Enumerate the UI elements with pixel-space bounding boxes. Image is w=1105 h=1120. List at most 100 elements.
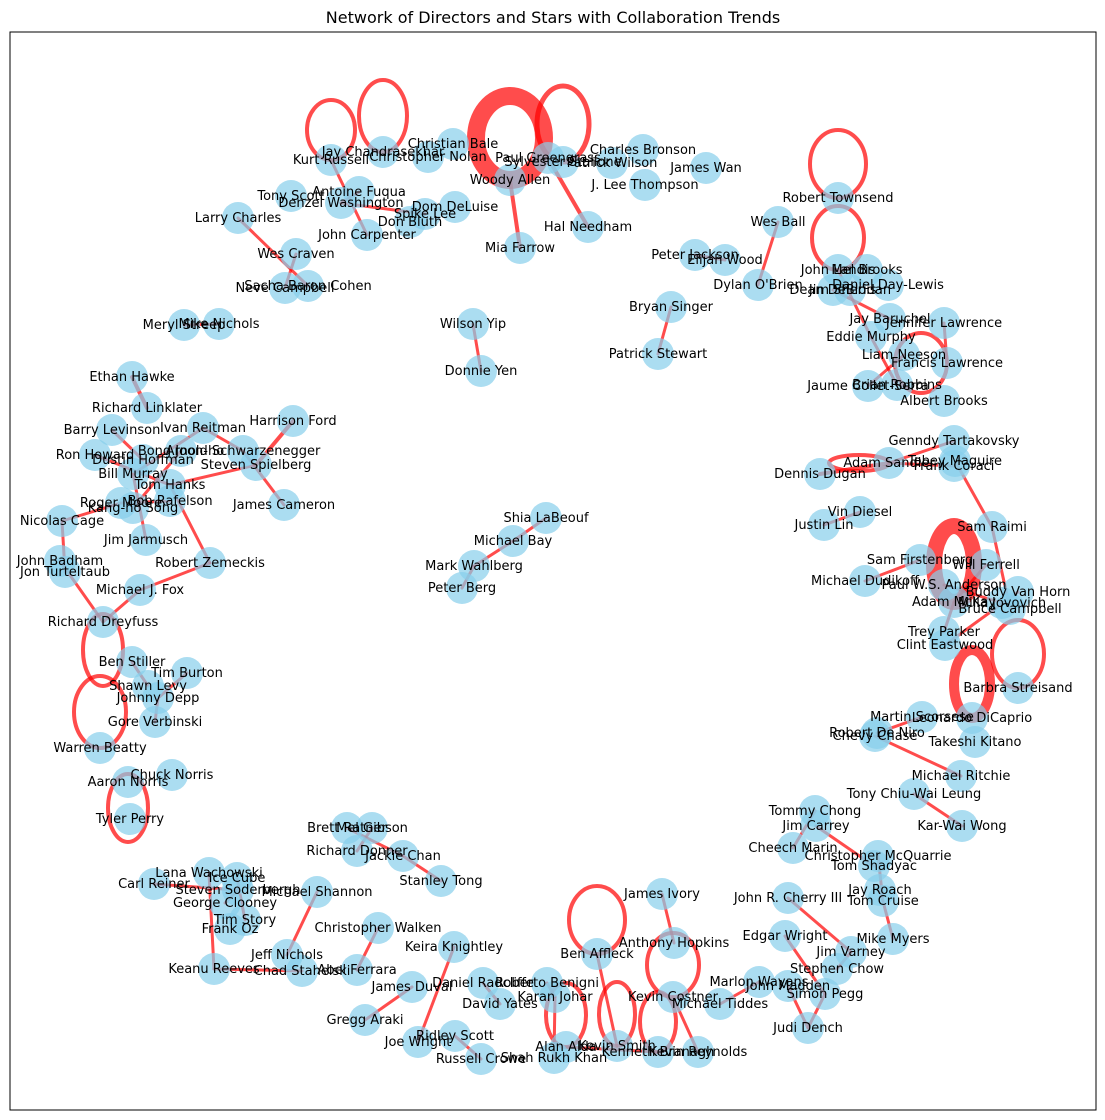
node-brian-robbins bbox=[881, 369, 913, 401]
node-label-robert-de-niro: Robert De Niro bbox=[829, 726, 925, 741]
node-warren-beatty bbox=[84, 732, 116, 764]
node-label-kenneth-branagh: Kenneth Branagh bbox=[602, 1045, 715, 1060]
node-meryl-streep bbox=[168, 309, 200, 341]
node-label-brett-ratner: Brett Ratner bbox=[307, 821, 387, 836]
node-label-james-ivory: James Ivory bbox=[623, 887, 700, 902]
node-label-paul-w-s-anderson: Paul W.S. Anderson bbox=[882, 578, 1007, 593]
plot-frame bbox=[9, 31, 1097, 1111]
node-liam-neeson bbox=[888, 339, 920, 371]
node-dean-deblois bbox=[817, 274, 849, 306]
node-adam-mckay bbox=[938, 586, 970, 618]
node-woody-allen bbox=[494, 164, 526, 196]
node-label-jim-jarmusch: Jim Jarmusch bbox=[103, 533, 188, 548]
node-label-woody-allen: Woody Allen bbox=[470, 173, 550, 188]
node-label-stephen-chow: Stephen Chow bbox=[790, 962, 884, 977]
node-label-antoine-fuqua: Antoine Fuqua bbox=[312, 185, 406, 200]
node-label-jay-baruchel: Jay Baruchel bbox=[848, 312, 930, 327]
node-label-harrison-ford: Harrison Ford bbox=[249, 414, 336, 429]
node-label-donnie-yen: Donnie Yen bbox=[445, 364, 518, 379]
node-label-bruce-campbell: Bruce Campbell bbox=[958, 602, 1061, 617]
node-kar-wai-wong bbox=[946, 810, 978, 842]
node-label-mike-nichols: Mike Nichols bbox=[178, 317, 259, 332]
node-label-patrick-wilson: Patrick Wilson bbox=[567, 156, 658, 171]
node-jaume-collet-serra bbox=[852, 370, 884, 402]
node-richard-linklater bbox=[131, 392, 163, 424]
node-label-charles-bronson: Charles Bronson bbox=[590, 143, 696, 158]
node-label-michael-j-fox: Michael J. Fox bbox=[96, 583, 185, 598]
node-peter-jackson bbox=[679, 239, 711, 271]
node-label-wilson-yip: Wilson Yip bbox=[440, 317, 506, 332]
node-jim-carrey bbox=[800, 810, 832, 842]
node-label-larry-charles: Larry Charles bbox=[195, 211, 282, 226]
node-label-jeff-nichols: Jeff Nichols bbox=[250, 948, 323, 963]
node-ron-howard bbox=[79, 439, 111, 471]
node-kurt-russell bbox=[315, 144, 347, 176]
node-jon-turteltaub bbox=[49, 556, 81, 588]
node-label-ben-stiller: Ben Stiller bbox=[99, 655, 166, 670]
node-label-jim-varney: Jim Varney bbox=[815, 945, 885, 960]
node-label-dylan-o-brien: Dylan O'Brien bbox=[713, 278, 803, 293]
node-label-peter-jackson: Peter Jackson bbox=[651, 248, 738, 263]
node-label-bryan-singer: Bryan Singer bbox=[629, 300, 714, 315]
node-label-adam-mckay: Adam McKay bbox=[912, 595, 996, 610]
node-marlon-wayans bbox=[743, 966, 775, 998]
node-adam-sandler bbox=[873, 447, 905, 479]
node-john-carpenter bbox=[351, 219, 383, 251]
node-james-cameron bbox=[268, 489, 300, 521]
node-label-john-madden: John Madden bbox=[745, 979, 830, 994]
node-label-gregg-araki: Gregg Araki bbox=[326, 1013, 403, 1028]
node-dylan-o-brien bbox=[742, 269, 774, 301]
node-albert-brooks bbox=[928, 385, 960, 417]
node-label-aaron-norris: Aaron Norris bbox=[88, 775, 169, 790]
node-j-lee-thompson bbox=[629, 169, 661, 201]
node-sam-raimi bbox=[976, 511, 1008, 543]
node-label-clint-eastwood: Clint Eastwood bbox=[897, 638, 994, 653]
node-shah-rukh-khan bbox=[538, 1042, 570, 1074]
node-james-wan bbox=[690, 152, 722, 184]
node-michael-tiddes bbox=[704, 988, 736, 1020]
node-takeshi-kitano bbox=[959, 726, 991, 758]
node-label-trey-parker: Trey Parker bbox=[907, 625, 981, 640]
node-label-keira-knightley: Keira Knightley bbox=[405, 940, 504, 955]
node-label-keanu-reeves: Keanu Reeves bbox=[168, 962, 260, 977]
node-barry-levinson bbox=[96, 414, 128, 446]
node-mike-myers bbox=[877, 923, 909, 955]
node-label-daniel-radcliffe: Daniel Radcliffe bbox=[432, 976, 534, 991]
node-will-ferrell bbox=[970, 549, 1002, 581]
node-justin-lin bbox=[808, 509, 840, 541]
node-label-sam-firstenberg: Sam Firstenberg bbox=[867, 553, 973, 568]
node-patrick-wilson bbox=[596, 147, 628, 179]
node-label-james-duval: James Duval bbox=[371, 980, 453, 995]
node-label-jackie-chan: Jackie Chan bbox=[364, 849, 441, 864]
node-john-madden bbox=[772, 970, 804, 1002]
node-label-ivan-reitman: Ivan Reitman bbox=[160, 421, 246, 436]
node-label-ben-affleck: Ben Affleck bbox=[560, 947, 634, 962]
node-sylvester-stallone bbox=[547, 146, 579, 178]
node-ivan-reitman bbox=[187, 412, 219, 444]
node-wes-craven bbox=[280, 238, 312, 270]
node-ridley-scott bbox=[439, 1020, 471, 1052]
node-jim-jarmusch bbox=[130, 524, 162, 556]
node-label-george-clooney: George Clooney bbox=[173, 896, 277, 911]
node-label-dean-deblois: Dean DeBlois bbox=[789, 283, 876, 298]
node-judi-dench bbox=[792, 1012, 824, 1044]
node-label-chuck-norris: Chuck Norris bbox=[131, 768, 214, 783]
node-label-leonardo-dicaprio: Leonardo DiCaprio bbox=[912, 711, 1032, 726]
node-label-christopher-mcquarrie: Christopher McQuarrie bbox=[805, 849, 952, 864]
node-anthony-hopkins bbox=[658, 927, 690, 959]
node-bob-rafelson bbox=[154, 485, 186, 517]
node-bill-murray bbox=[117, 458, 149, 490]
node-gregg-araki bbox=[349, 1004, 381, 1036]
node-label-frank-oz: Frank Oz bbox=[202, 922, 259, 937]
node-label-john-carpenter: John Carpenter bbox=[317, 228, 416, 243]
node-label-karan-johar: Karan Johar bbox=[517, 990, 593, 1005]
node-label-peter-berg: Peter Berg bbox=[428, 581, 496, 596]
node-label-christian-bale: Christian Bale bbox=[408, 137, 499, 152]
node-label-robert-townsend: Robert Townsend bbox=[782, 191, 893, 206]
node-stephen-chow bbox=[821, 953, 853, 985]
node-label-michael-dudikoff: Michael Dudikoff bbox=[811, 574, 920, 589]
node-label-richard-linklater: Richard Linklater bbox=[92, 401, 203, 416]
node-hal-needham bbox=[572, 211, 604, 243]
node-chuck-norris bbox=[156, 759, 188, 791]
